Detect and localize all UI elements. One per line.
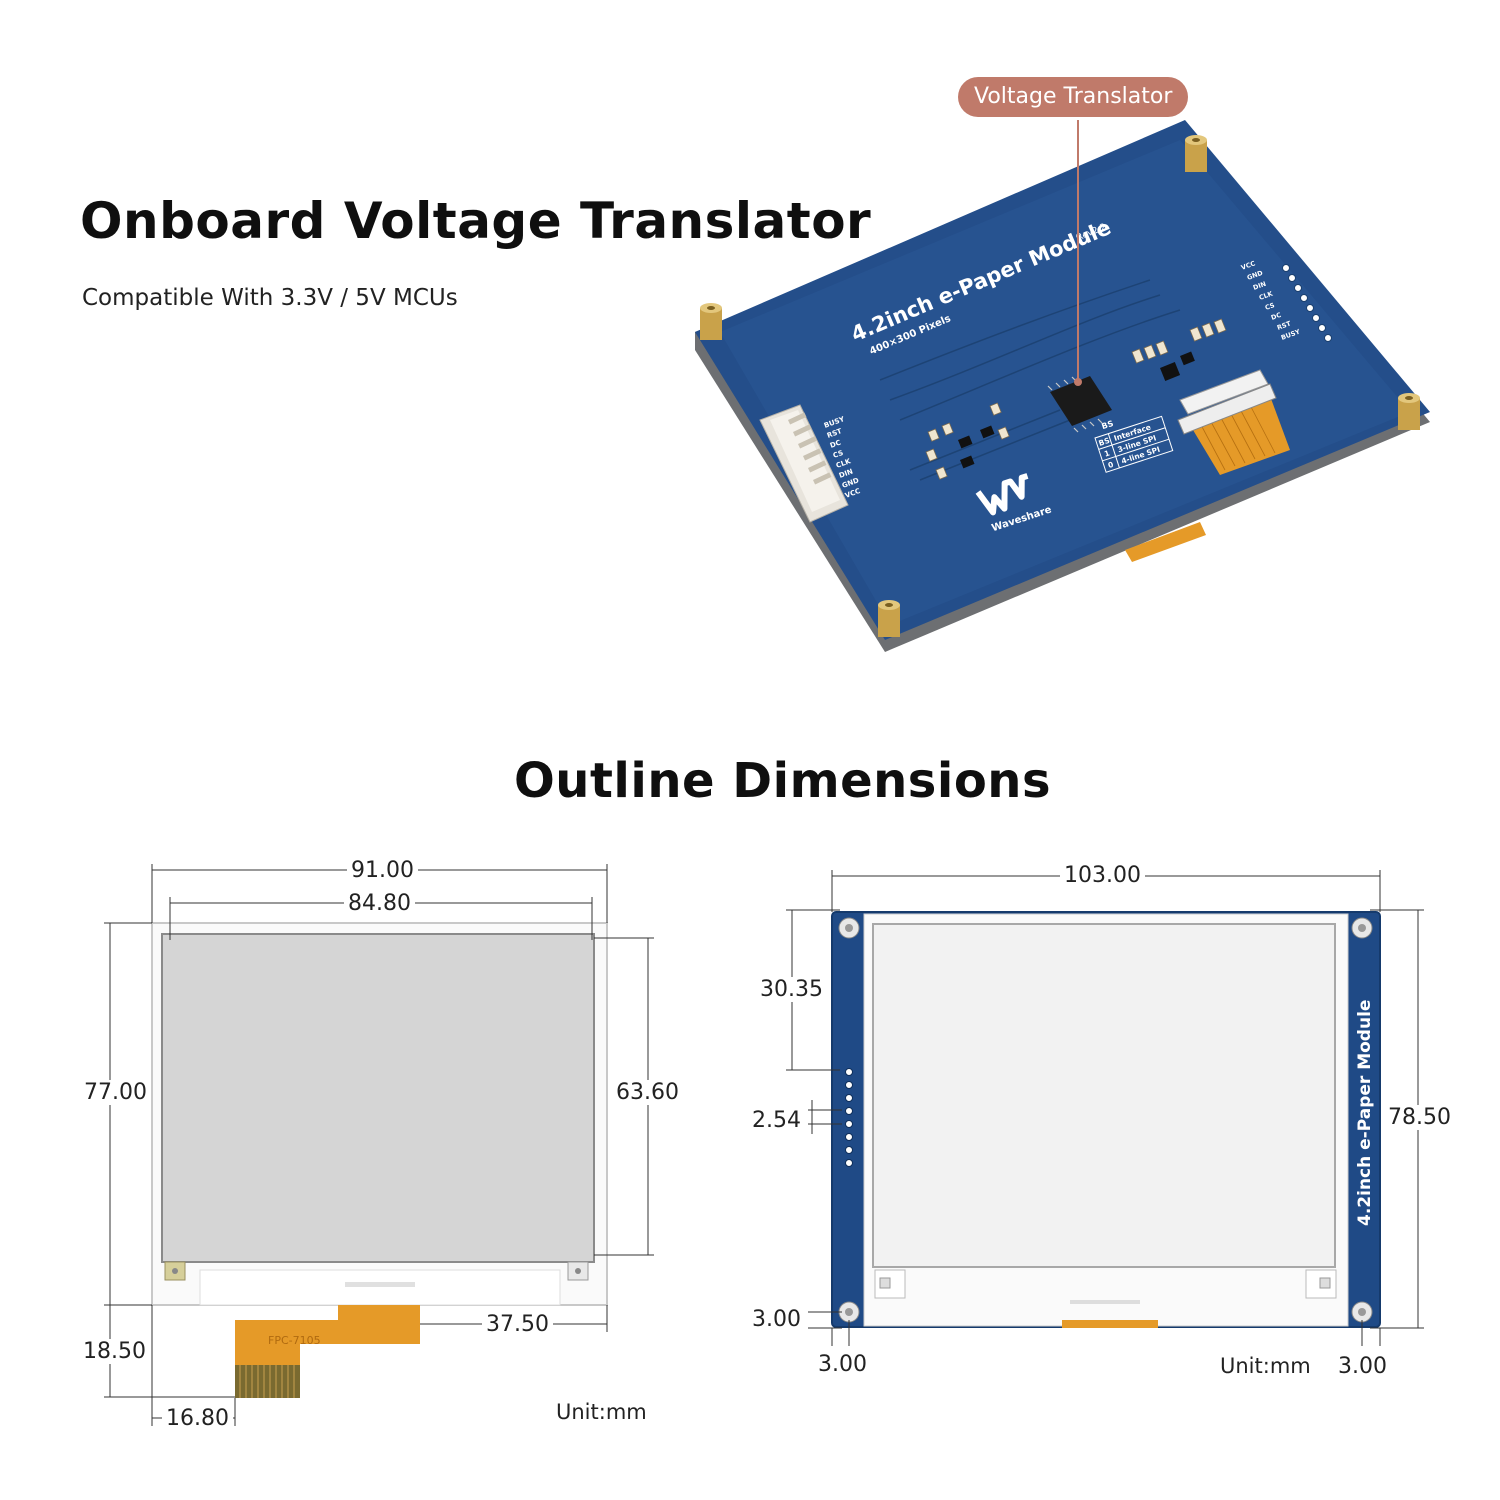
bs-label: BS (1100, 419, 1114, 431)
unit-label-left: Unit:mm (556, 1400, 647, 1424)
mounting-hole-icon (1351, 1301, 1373, 1323)
dim-left-width-outer: 91.00 (347, 858, 418, 883)
fpc-edge-orange (1125, 522, 1206, 562)
brass-standoff-icon (700, 303, 722, 340)
panel-active-area (161, 933, 595, 1263)
dim-left-height-outer: 77.00 (80, 1080, 151, 1105)
right-pin-label: CS (1264, 301, 1276, 312)
module-pin-header (845, 1068, 853, 1167)
dim-right-width: 103.00 (1060, 863, 1145, 888)
mounting-hole-icon (838, 917, 860, 939)
dim-right-pin-offset: 30.35 (756, 977, 827, 1002)
voltage-translator-callout: Voltage Translator (958, 77, 1189, 117)
brass-standoff-icon (878, 600, 900, 637)
brass-standoff-icon (1398, 393, 1420, 430)
bs-table-cell: 0 (1107, 460, 1115, 470)
section-subtitle: Compatible With 3.3V / 5V MCUs (82, 285, 458, 311)
epaper-module-back-photo: 4.2inch e-Paper Module 400×300 Pixels Re… (695, 120, 1430, 652)
left-pin-label: CS (832, 449, 844, 460)
left-pin-connector (759, 404, 849, 523)
section-title-outline-dimensions: Outline Dimensions (514, 753, 1052, 809)
dim-right-pin-pitch: 2.54 (748, 1108, 805, 1133)
dim-right-hole-offset-left: 3.00 (814, 1352, 871, 1377)
dim-left-fpc-offset-left: 16.80 (162, 1406, 233, 1431)
fpc-label: FPC-7105 (268, 1334, 321, 1347)
mounting-hole-icon (1351, 917, 1373, 939)
module-display-area (872, 923, 1336, 1268)
raw-panel-dimension-drawing: FPC-7105 (104, 864, 654, 1426)
mounting-hole-icon (838, 1301, 860, 1323)
brass-standoff-icon (1185, 135, 1207, 172)
section-title-voltage-translator: Onboard Voltage Translator (80, 192, 872, 250)
fpc-connector (1177, 369, 1290, 475)
module-side-label: 4.2inch e-Paper Module (1355, 1000, 1375, 1226)
module-dimension-drawing: 4.2inch e-Paper Module (786, 870, 1424, 1346)
dim-left-height-active: 63.60 (612, 1080, 683, 1105)
dim-right-height: 78.50 (1384, 1105, 1455, 1130)
dim-right-hole-offset-vertical: 3.00 (748, 1307, 805, 1332)
fpc-tail: FPC-7105 (235, 1305, 420, 1398)
dim-right-hole-offset-right: 3.00 (1334, 1354, 1391, 1379)
dim-left-fpc-length: 18.50 (79, 1339, 150, 1364)
right-pin-label: DC (1270, 311, 1283, 322)
unit-label-right: Unit:mm (1220, 1354, 1311, 1378)
voltage-translator-chip (1047, 376, 1112, 433)
bs-table-cell: 1 (1103, 448, 1111, 458)
bs-table-header: BS (1098, 436, 1111, 448)
left-pin-label: DC (829, 439, 842, 450)
dim-left-width-active: 84.80 (344, 891, 415, 916)
dim-left-fpc-offset-right: 37.50 (482, 1312, 553, 1337)
